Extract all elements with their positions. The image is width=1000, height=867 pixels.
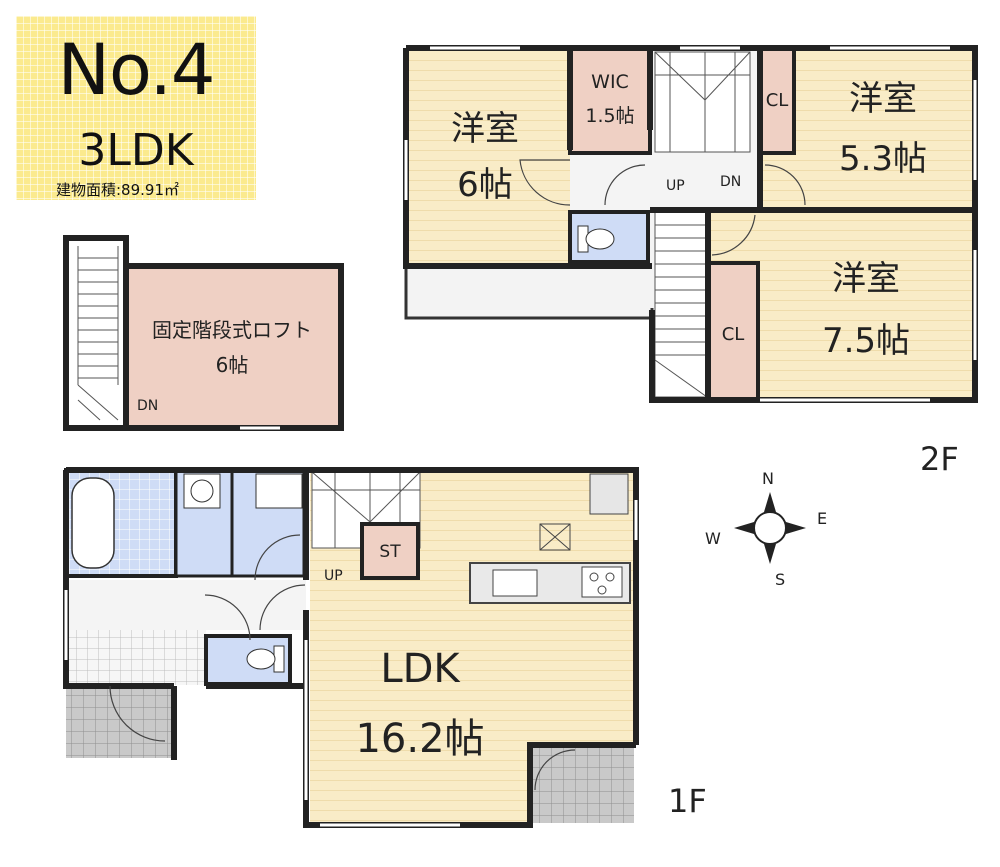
loft-room xyxy=(123,263,344,431)
fridge xyxy=(589,473,629,515)
floor-2-plan: 洋室 6帖 WIC 1.5帖 CL 洋室 5.3帖 CL 洋室 7.5帖 UP … xyxy=(403,45,978,478)
toilet-icon xyxy=(246,648,276,670)
loft-stair-well xyxy=(63,235,129,431)
walls-1f xyxy=(63,467,639,828)
room-nw-name: 洋室 xyxy=(451,109,519,149)
doors-2f xyxy=(519,159,806,256)
room-nw xyxy=(406,48,570,266)
room-ne-size: 5.3帖 xyxy=(839,139,927,179)
walls-2f xyxy=(403,45,978,403)
doors-1f xyxy=(109,534,576,791)
rear-porch xyxy=(530,745,634,823)
compass-n: N xyxy=(762,469,774,488)
closet-se xyxy=(706,261,760,402)
entrance-porch xyxy=(66,686,174,758)
floor-1-plan: LDK 16.2帖 ST UP 1F xyxy=(63,467,707,828)
room-se-size: 7.5帖 xyxy=(822,321,910,361)
storage-st xyxy=(360,522,420,580)
room-ne-name: 洋室 xyxy=(849,79,917,119)
windows-2f xyxy=(404,46,977,402)
stair-up-2f: UP xyxy=(666,178,685,194)
wic-size: 1.5帖 xyxy=(585,105,634,127)
balcony xyxy=(404,264,654,320)
wic-name: WIC xyxy=(591,71,629,93)
kitchen-sink-icon xyxy=(492,569,538,597)
genkan xyxy=(66,630,206,685)
room-nw-size: 6帖 xyxy=(457,165,513,205)
room-se-name: 洋室 xyxy=(832,259,900,299)
toilet-icon xyxy=(577,225,615,253)
stairs-2f xyxy=(654,51,751,398)
closet-se-label: CL xyxy=(722,324,745,345)
loft-name: 固定階段式ロフト xyxy=(152,318,312,342)
floor-1-label: 1F xyxy=(668,782,707,820)
storage-label: ST xyxy=(379,542,401,562)
loft-dn-label: DN xyxy=(137,398,158,414)
compass-e: E xyxy=(817,509,827,528)
stair-up-1f: UP xyxy=(324,568,343,584)
compass-s: S xyxy=(775,570,785,589)
floor-area: 建物面積:89.91㎡ xyxy=(56,181,179,199)
closet-ne-label: CL xyxy=(766,90,789,111)
loft-stair-treads xyxy=(77,246,119,421)
stair-dn-2f: DN xyxy=(720,174,741,190)
bathtub-icon xyxy=(71,477,115,569)
hall-1f xyxy=(66,580,306,630)
stove-icon xyxy=(581,566,623,598)
ldk-size: 16.2帖 xyxy=(355,716,484,762)
loft-plan: 固定階段式ロフト 6帖 DN xyxy=(63,235,344,431)
compass-circle-icon xyxy=(753,511,787,545)
wic xyxy=(568,46,652,155)
listing-number: No.4 xyxy=(57,29,216,111)
windows-1f xyxy=(64,500,638,827)
sink-icon xyxy=(255,473,303,509)
loft-size: 6帖 xyxy=(216,353,249,377)
ldk-name: LDK xyxy=(380,646,461,692)
layout-type: 3LDK xyxy=(78,125,194,176)
listing-info-card: No.4 3LDK 建物面積:89.91㎡ xyxy=(16,16,256,200)
floor-2-label: 2F xyxy=(920,440,959,478)
compass-rose: N S E W xyxy=(705,469,827,589)
compass-w: W xyxy=(705,529,721,548)
range-hood xyxy=(539,523,571,551)
washer-icon xyxy=(183,473,221,509)
